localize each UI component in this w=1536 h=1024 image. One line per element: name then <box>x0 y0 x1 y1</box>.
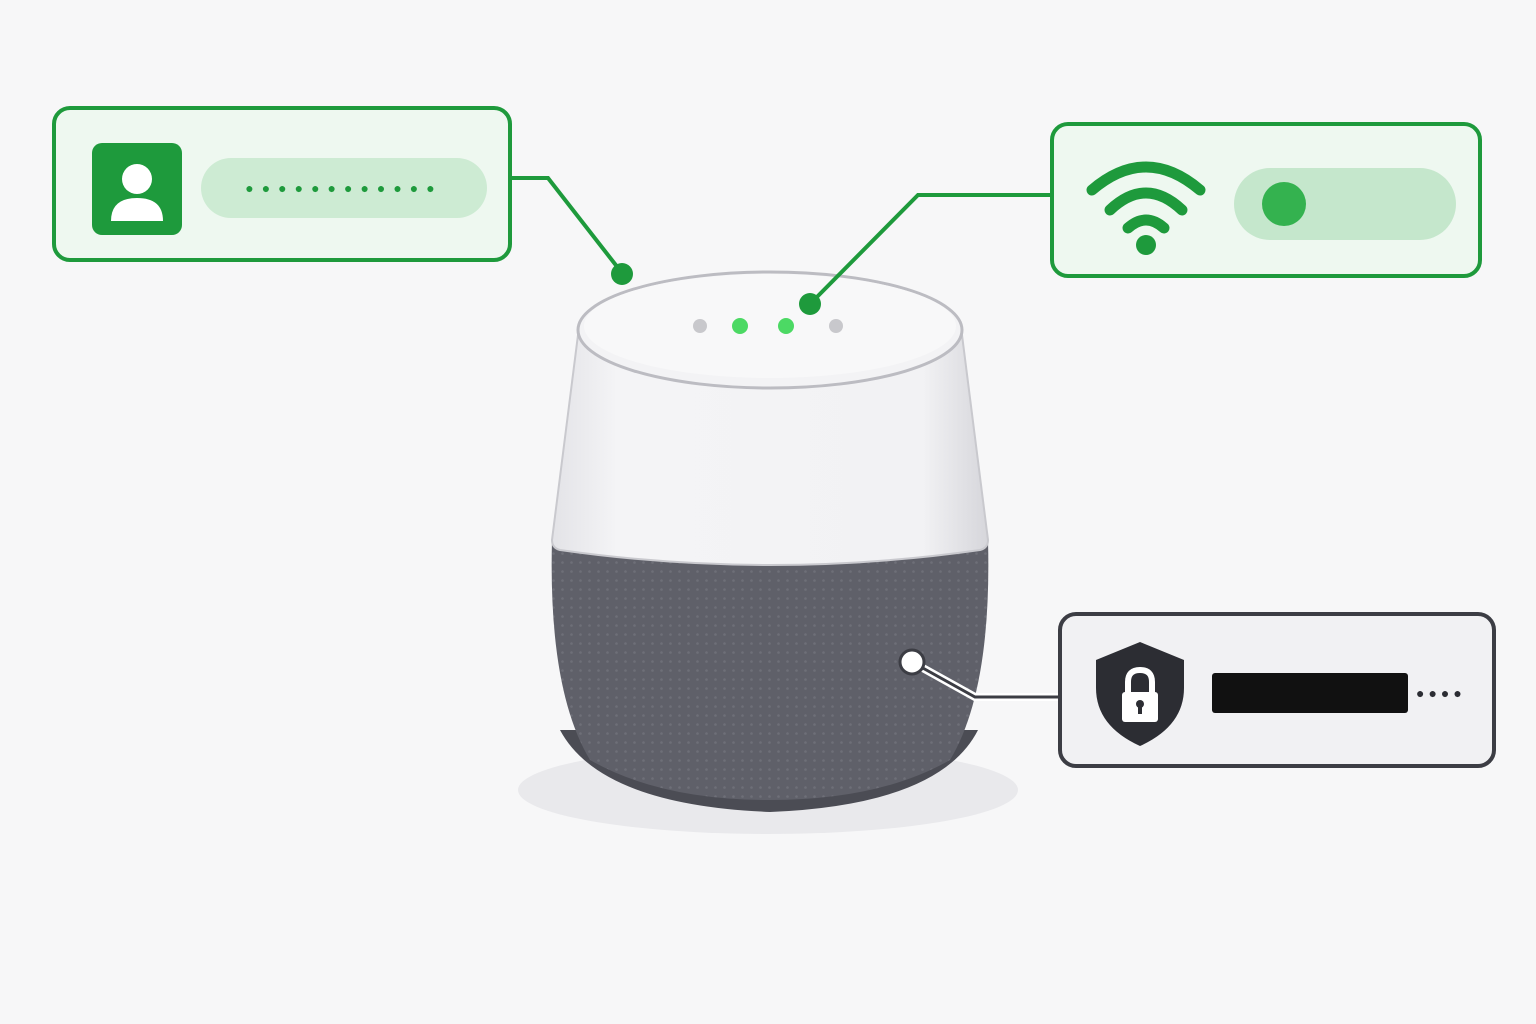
account-connector-dot <box>611 263 633 285</box>
device-shell <box>550 334 990 566</box>
led-4 <box>829 319 843 333</box>
masked-account-value: ●●●●●●●●●●●● <box>245 180 443 196</box>
wifi-connector <box>808 193 1050 306</box>
led-3 <box>778 318 794 334</box>
wifi-connector-dot <box>799 293 821 315</box>
wifi-card <box>1050 122 1482 278</box>
led-1 <box>693 319 707 333</box>
security-card: ●●●● <box>1058 612 1496 768</box>
redacted-value-bar <box>1212 673 1408 713</box>
wifi-icon <box>1086 161 1206 255</box>
masked-account-field: ●●●●●●●●●●●● <box>201 158 487 218</box>
user-account-icon <box>92 143 182 235</box>
masked-security-value: ●●●● <box>1416 685 1466 701</box>
wifi-toggle-knob <box>1262 182 1306 226</box>
led-2 <box>732 318 748 334</box>
account-connector <box>512 176 624 275</box>
shield-lock-icon <box>1096 642 1184 746</box>
device-fabric <box>551 540 989 800</box>
security-connector-dot <box>898 648 926 676</box>
wifi-toggle[interactable] <box>1234 168 1456 240</box>
account-card: ●●●●●●●●●●●● <box>52 106 512 262</box>
